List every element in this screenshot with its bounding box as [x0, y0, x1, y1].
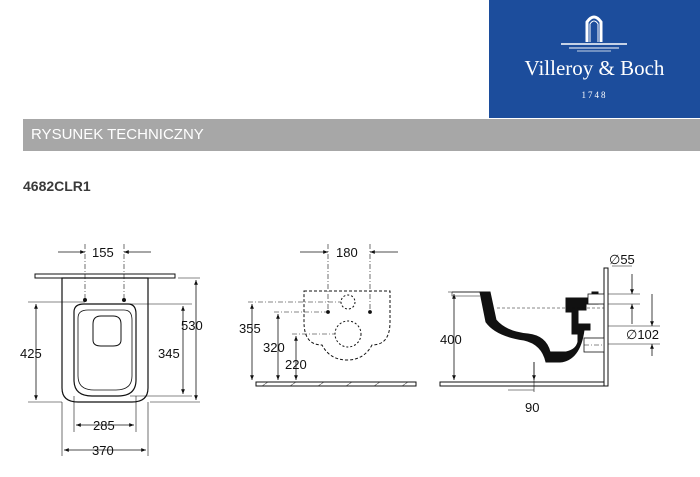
dim-rear-outlet-height: 220	[285, 357, 307, 372]
brand-year: 1748	[581, 90, 608, 100]
dim-top-bolt-spacing: 155	[92, 245, 114, 260]
dim-rear-inlet-height: 320	[263, 340, 285, 355]
top-view	[28, 244, 200, 456]
rear-view-floor	[255, 381, 417, 387]
dim-top-width: 370	[92, 443, 114, 458]
top-view-seat-inner	[77, 309, 133, 391]
rear-view-bowl-outline	[303, 290, 391, 361]
page-title: RYSUNEK TECHNICZNY	[31, 126, 204, 143]
rear-view	[248, 244, 417, 387]
dim-side-inlet-diameter: ∅55	[609, 252, 635, 267]
side-view-floor	[439, 381, 609, 387]
rear-view-inlet	[340, 294, 356, 310]
section-title-bar: RYSUNEK TECHNICZNY	[23, 119, 700, 151]
side-view-inlet-pipe	[587, 293, 605, 305]
dim-rear-bolt-height: 355	[239, 321, 261, 336]
top-view-opening	[92, 315, 122, 347]
dim-side-outlet-offset: 90	[525, 400, 539, 415]
top-view-seat-outer	[73, 303, 137, 397]
dim-top-front-to-bolt: 425	[20, 346, 42, 361]
side-view-bowl-section	[479, 291, 599, 363]
rear-view-outlet	[334, 320, 362, 348]
dim-side-outlet-diameter: ∅102	[626, 327, 659, 342]
brand-name: Villeroy & Boch	[524, 56, 665, 80]
dim-top-opening-length: 345	[158, 346, 180, 361]
brand-logo: Villeroy & Boch 1748	[489, 0, 700, 118]
top-view-bowl-outline	[61, 277, 149, 403]
side-view	[439, 265, 660, 392]
castle-gate-icon	[561, 15, 627, 52]
dim-top-opening-width: 285	[93, 418, 115, 433]
product-code: 4682CLR1	[23, 178, 91, 194]
dim-top-depth: 530	[181, 318, 203, 333]
side-view-wall	[603, 267, 609, 387]
dim-side-rim-height: 400	[440, 332, 462, 347]
dim-rear-bolt-spacing: 180	[336, 245, 358, 260]
